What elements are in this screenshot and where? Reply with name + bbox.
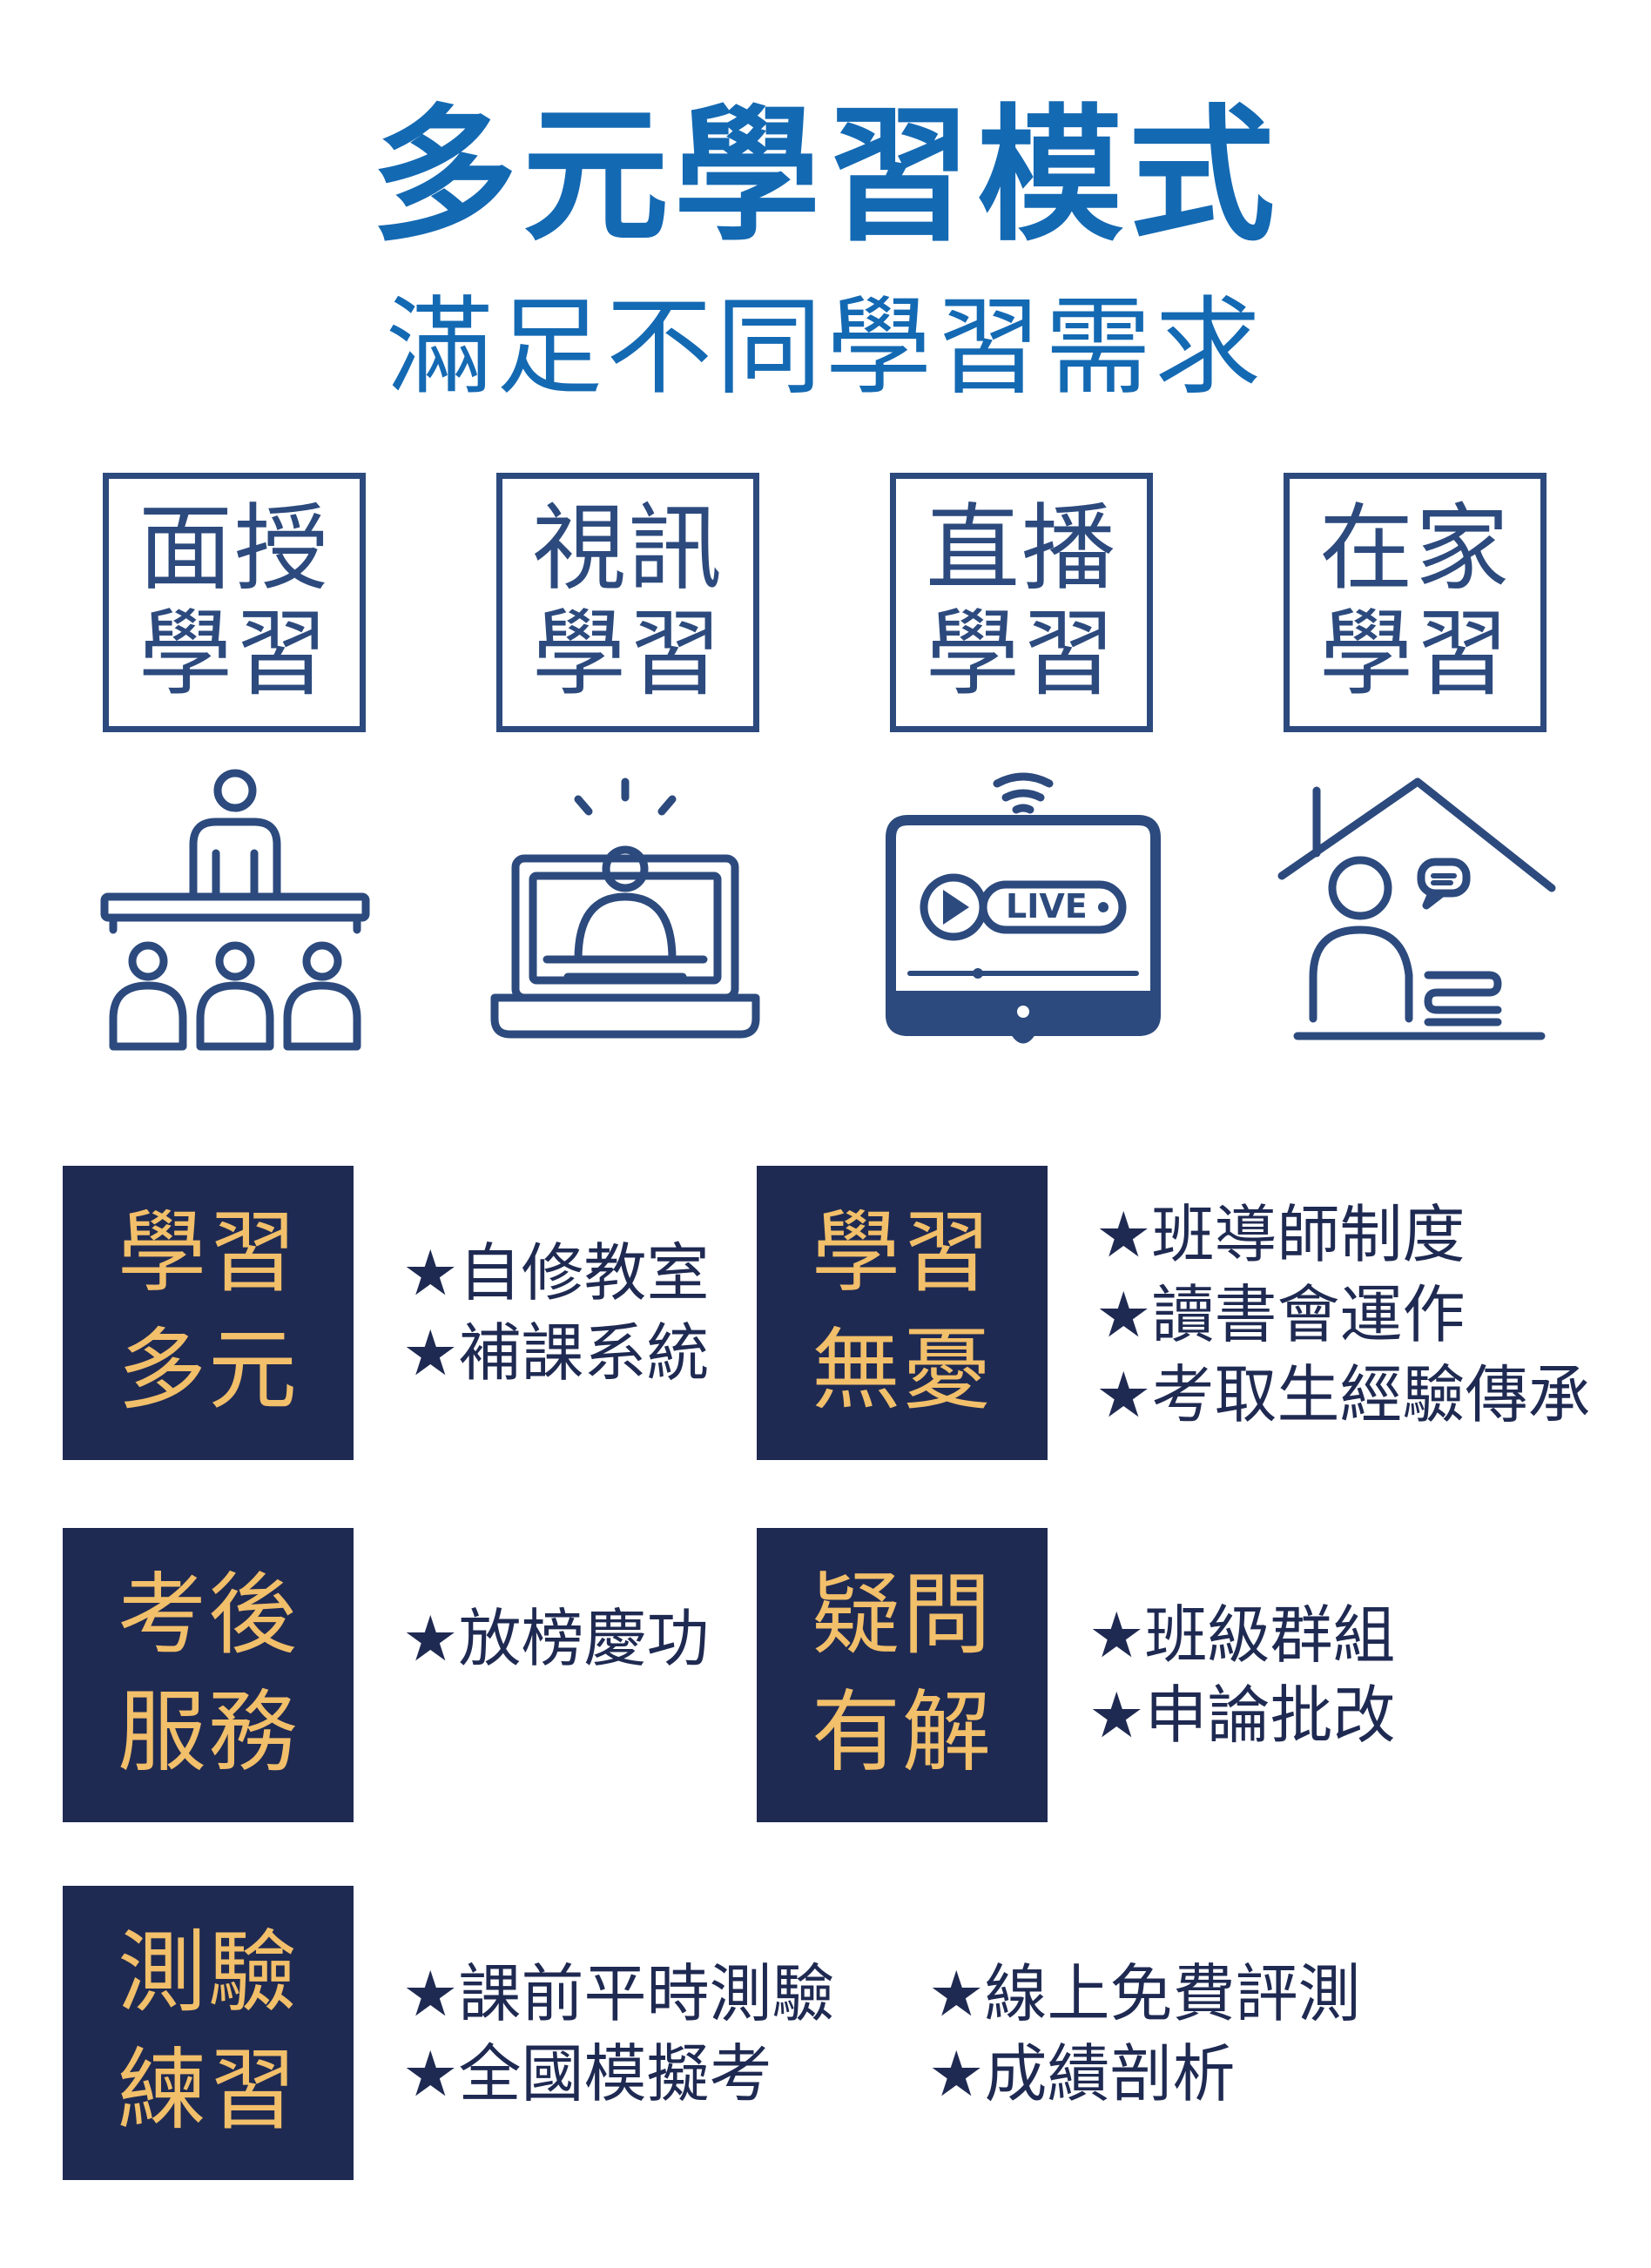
mode-box-video: 視訊 學習: [496, 473, 759, 732]
list-item: ★線上免費評測: [928, 1957, 1361, 2030]
page-title: 多元學習模式: [371, 91, 1280, 261]
mode-label-line2: 學習: [531, 600, 724, 709]
badge-line1: 學習: [118, 1201, 299, 1306]
list-item: ★讀書會運作: [1095, 1278, 1466, 1351]
list-item: ★放榜慶功: [402, 1602, 710, 1675]
feature-badge-worry-free: 學習 無憂: [757, 1166, 1048, 1460]
list-item: ★自修教室: [402, 1236, 710, 1309]
badge-line2: 有解: [812, 1681, 993, 1785]
mode-label-line2: 學習: [1318, 600, 1511, 709]
feature-list-test-practice-left: ★課前平時測驗 ★全國模擬考: [402, 1954, 835, 2114]
live-tv-icon: LIVE: [875, 757, 1171, 1053]
list-item: ★成績剖析: [928, 2037, 1236, 2110]
mode-label-line1: 在家: [1318, 495, 1511, 604]
feature-list-diverse-learning: ★自修教室 ★補課系統: [402, 1233, 710, 1393]
feature-badge-test-practice: 測驗 練習: [63, 1886, 354, 2180]
mode-label-line2: 學習: [925, 600, 1117, 709]
feature-list-post-exam-service: ★放榜慶功: [402, 1598, 710, 1679]
badge-line2: 無憂: [812, 1319, 993, 1423]
feature-list-questions-answered: ★班級群組 ★申論批改: [1088, 1595, 1396, 1755]
badge-line2: 練習: [118, 2039, 299, 2143]
feature-badge-questions-answered: 疑問 有解: [757, 1528, 1048, 1822]
list-item: ★全國模擬考: [402, 2037, 772, 2110]
badge-line1: 疑問: [812, 1564, 993, 1668]
mode-box-face-to-face: 面授 學習: [103, 473, 366, 732]
laptop-video-icon: [477, 757, 773, 1053]
mode-label-line1: 視訊: [531, 495, 724, 604]
badge-line1: 測驗: [118, 1921, 299, 2026]
list-item: ★考取生經驗傳承: [1095, 1358, 1591, 1431]
page-subtitle: 滿足不同學習需求: [387, 286, 1264, 409]
mode-box-live: 直播 學習: [890, 473, 1153, 732]
feature-badge-diverse-learning: 學習 多元: [63, 1166, 354, 1460]
mode-box-home: 在家 學習: [1284, 473, 1547, 732]
feature-list-test-practice-right: ★線上免費評測 ★成績剖析: [928, 1954, 1361, 2114]
feature-badge-post-exam-service: 考後 服務: [63, 1528, 354, 1822]
home-study-icon: [1271, 757, 1567, 1053]
list-item: ★申論批改: [1088, 1679, 1396, 1752]
mode-label-line1: 直播: [925, 495, 1117, 604]
badge-line2: 多元: [118, 1319, 299, 1423]
mode-label-line2: 學習: [138, 600, 330, 709]
badge-line1: 學習: [812, 1201, 993, 1306]
badge-line2: 服務: [118, 1681, 299, 1785]
list-item: ★班級群組: [1088, 1598, 1396, 1672]
mode-label-line1: 面授: [138, 495, 330, 604]
list-item: ★班導師制度: [1095, 1198, 1466, 1271]
live-label: LIVE: [1006, 887, 1088, 925]
badge-line1: 考後: [118, 1564, 299, 1668]
feature-list-worry-free: ★班導師制度 ★讀書會運作 ★考取生經驗傳承: [1095, 1195, 1591, 1435]
list-item: ★課前平時測驗: [402, 1957, 835, 2030]
classroom-icon: [87, 757, 383, 1053]
list-item: ★補課系統: [402, 1316, 710, 1390]
